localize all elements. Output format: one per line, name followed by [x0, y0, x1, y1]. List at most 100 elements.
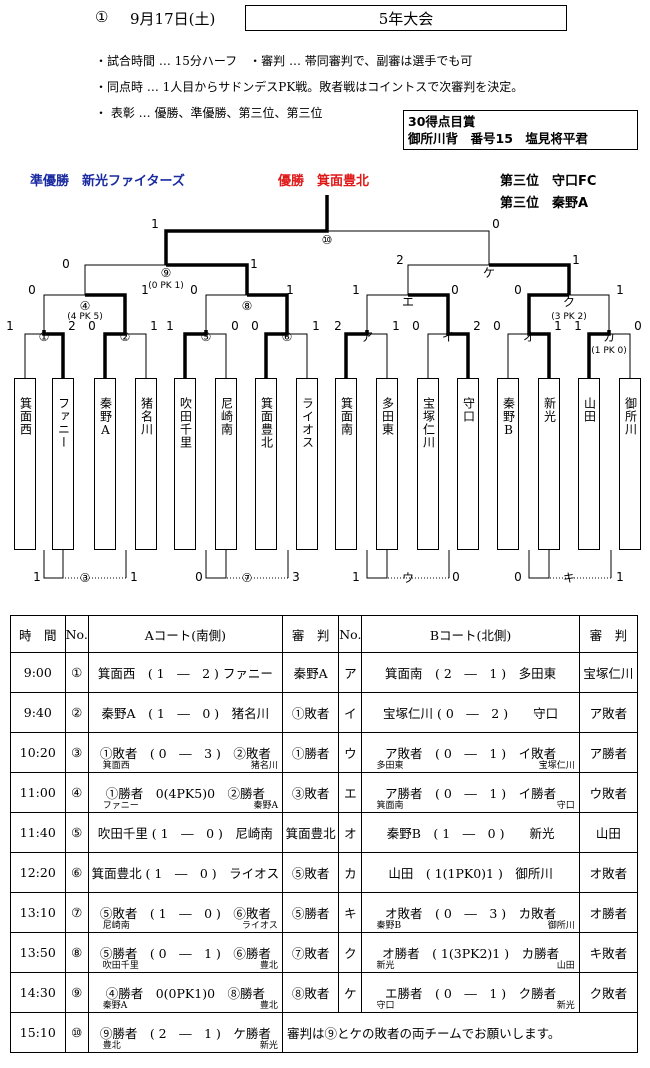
team-name: 新光	[538, 378, 560, 550]
match-no-a-text: ①	[71, 665, 83, 680]
team-sub-right: 秦野A	[253, 801, 278, 811]
pk-note: (0 PK 1)	[148, 281, 184, 291]
court-a-match-text: 箕面豊北 ( 1 ― 0 ) ライオス	[91, 866, 280, 881]
match-no-b-text: キ	[344, 906, 357, 921]
pk-note: (3 PK 2)	[551, 312, 587, 322]
court-b-match-text: エ勝者 ( 0 ― 1 ) ク勝者	[385, 986, 557, 1001]
referee-a: 秦野A	[281, 652, 340, 693]
match-label: ③	[80, 571, 91, 585]
match-no-a: ⑨	[64, 972, 89, 1013]
time-cell: 11:40	[10, 812, 66, 853]
court-a-match-text: ⑤敗者 ( 1 ― 0 ) ⑥敗者	[99, 906, 271, 921]
col-no-a: No.	[64, 615, 89, 653]
court-a-match: 秦野A ( 1 ― 0 ) 猪名川	[87, 692, 283, 733]
referee-b-text: キ敗者	[589, 946, 628, 961]
bracket-score: 1	[392, 319, 400, 333]
team-sub-right: 豊北	[259, 961, 278, 971]
court-b-match-text: ア勝者 ( 0 ― 1 ) イ勝者	[385, 786, 557, 801]
team-sub-right: 新光	[259, 1041, 278, 1051]
bracket-score: 0	[492, 217, 500, 231]
match-no-b: オ	[338, 812, 363, 853]
referee-b: オ勝者	[578, 892, 639, 933]
bracket-score: 1	[141, 283, 149, 297]
bracket-score: 0	[634, 319, 642, 333]
bracket-score: 0	[514, 570, 522, 584]
match-label: ①	[39, 330, 50, 344]
time-cell-text: 10:20	[19, 745, 56, 760]
match-label: カ	[603, 330, 615, 344]
team-name: 猪名川	[135, 378, 157, 550]
time-cell-text: 12:20	[19, 865, 56, 880]
bracket-score: 1	[572, 253, 580, 267]
col-ref-a: 審 判	[281, 615, 340, 653]
referee-a-text: ⑦敗者	[291, 946, 330, 961]
referee-b: ウ敗者	[578, 772, 639, 813]
time-cell: 13:50	[10, 932, 66, 973]
match-no-b-text: イ	[344, 706, 357, 721]
match-no-b-text: ア	[344, 666, 357, 681]
schedule-table: 時 間 No. Aコート(南側) 審 判 No. Bコート(北側) 審 判 9:…	[10, 615, 639, 1053]
bracket-score: 0	[251, 319, 259, 333]
time-cell-text: 9:00	[23, 665, 52, 680]
court-b-match: ア敗者 ( 0 ― 1 ) イ敗者多田東宝塚仁川	[361, 732, 580, 773]
col-no-b: No.	[338, 615, 363, 653]
third-place-1: 第三位 守口FC	[500, 174, 597, 189]
time-cell-text: 11:40	[19, 825, 56, 840]
third-place-2: 第三位 秦野A	[500, 196, 589, 211]
award-winner: 御所川背 番号15 塩見将平君	[408, 131, 588, 146]
match-no-a: ⑥	[64, 852, 89, 893]
match-label: ④	[80, 299, 91, 313]
referee-b-text: ア敗者	[589, 706, 628, 721]
final-note: 審判は⑨とケの敗者の両チームでお願いします。	[281, 1012, 639, 1053]
bracket-score: 1	[6, 319, 14, 333]
bracket-score: 1	[130, 570, 138, 584]
referee-b: キ敗者	[578, 932, 639, 973]
team-name: 尼崎南	[215, 378, 237, 550]
time-cell: 12:20	[10, 852, 66, 893]
court-b-match-text: 山田 ( 1(1PK0)1 ) 御所川	[388, 866, 553, 881]
match-no-a-text: ③	[71, 745, 83, 760]
match-no-b-text: オ	[344, 826, 357, 841]
match-no-b: カ	[338, 852, 363, 893]
match-no-b-text: ケ	[344, 986, 357, 1001]
bracket-score: 1	[616, 570, 624, 584]
team-sub-left: 秦野B	[376, 921, 402, 931]
event-date: 9月17日(土)	[130, 10, 216, 28]
court-b-match: 宝塚仁川 ( 0 ― 2 ) 守口	[361, 692, 580, 733]
bracket-score: 1	[574, 319, 582, 333]
match-no-a-text: ②	[71, 705, 83, 720]
col-time: 時 間	[10, 615, 66, 653]
match-no-a-text: ⑤	[71, 825, 83, 840]
match-label: ②	[120, 330, 131, 344]
court-a-match-text: 吹田千里 ( 1 ― 0 ) 尼崎南	[97, 826, 273, 841]
team-name: 多田東	[376, 378, 398, 550]
team-name: 守口	[457, 378, 479, 550]
team-sub-right: 山田	[556, 961, 575, 971]
court-b-match: エ勝者 ( 0 ― 1 ) ク勝者守口新光	[361, 972, 580, 1013]
team-sub-left: 守口	[376, 1001, 395, 1011]
match-no-a-text: ④	[71, 785, 83, 800]
match-no-a: ③	[64, 732, 89, 773]
court-b-match-text: 箕面南 ( 2 ― 1 ) 多田東	[385, 666, 557, 681]
table-header-row: 時 間 No. Aコート(南側) 審 判 No. Bコート(北側) 審 判	[10, 615, 639, 653]
match-no-a: ④	[64, 772, 89, 813]
team-name: 御所川	[619, 378, 641, 550]
rule-line-1: ・試合時間 … 15分ハーフ ・審判 … 帯同審判で、副審は選手でも可	[95, 54, 473, 68]
match-no-a-text: ⑨	[71, 985, 83, 1000]
referee-b-text: ウ敗者	[589, 786, 628, 801]
match-no-b: キ	[338, 892, 363, 933]
referee-b: ア勝者	[578, 732, 639, 773]
bracket-score: 1	[554, 319, 562, 333]
referee-b: 宝塚仁川	[578, 652, 639, 693]
event-number: ①	[95, 8, 109, 26]
referee-b-text: 山田	[595, 826, 621, 841]
referee-a-text: ⑤勝者	[291, 906, 330, 921]
match-no-b: ウ	[338, 732, 363, 773]
col-court-b: Bコート(北側)	[361, 615, 580, 653]
